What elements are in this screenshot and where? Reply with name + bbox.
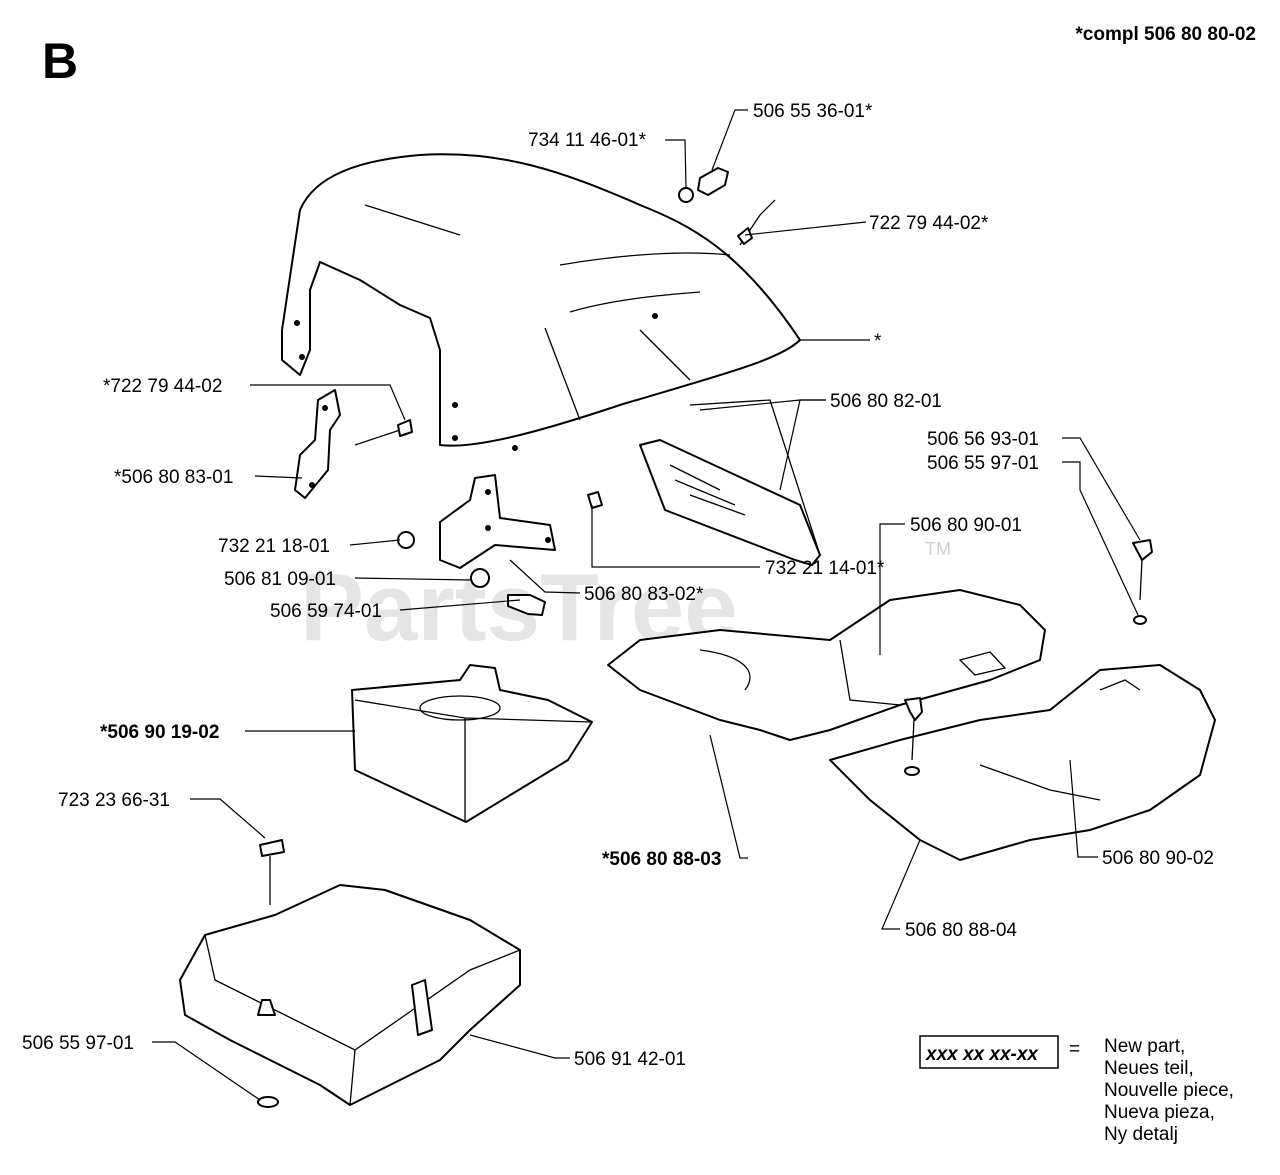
label-506-80-83-01: *506 80 83-01 bbox=[114, 467, 233, 488]
left-bracket-part bbox=[294, 389, 413, 499]
label-506-56-93-01: 506 56 93-01 bbox=[927, 429, 1039, 450]
label-506-80-82-01: 506 80 82-01 bbox=[830, 391, 942, 412]
legend-line: Neues teil, bbox=[1104, 1058, 1194, 1079]
label-722-79-44-02-left: *722 79 44-02 bbox=[103, 376, 222, 397]
section-letter: B bbox=[42, 33, 78, 89]
floor-mat-upper-part bbox=[607, 589, 1046, 741]
leader-lines bbox=[152, 109, 1141, 1101]
legend-line: New part, bbox=[1104, 1036, 1186, 1057]
legend-description: New part, Neues teil, Nouvelle piece, Nu… bbox=[1104, 1036, 1234, 1146]
floor-mat-lower-part bbox=[829, 539, 1216, 861]
legend-line: Nueva pieza, bbox=[1104, 1102, 1215, 1123]
lower-tray-part bbox=[179, 839, 521, 1108]
label-506-80-90-01: 506 80 90-01 bbox=[910, 515, 1022, 536]
label-506-55-36-01: 506 55 36-01* bbox=[753, 101, 873, 122]
label-506-59-74-01: 506 59 74-01 bbox=[270, 601, 382, 622]
label-506-80-90-02: 506 80 90-02 bbox=[1102, 848, 1214, 869]
label-506-55-97-01-left: 506 55 97-01 bbox=[22, 1033, 134, 1054]
legend-box bbox=[919, 1035, 1059, 1069]
legend-line: Ny detalj bbox=[1104, 1124, 1178, 1145]
label-506-91-42-01: 506 91 42-01 bbox=[574, 1049, 686, 1070]
perforated-plate-part bbox=[639, 439, 821, 566]
label-732-21-18-01: 732 21 18-01 bbox=[218, 536, 330, 557]
label-734-11-46-01: 734 11 46-01* bbox=[528, 130, 647, 151]
label-506-90-19-02: *506 90 19-02 bbox=[100, 722, 219, 743]
label-722-79-44-02-top: 722 79 44-02* bbox=[869, 213, 989, 234]
bolt-part-top bbox=[678, 167, 776, 246]
label-506-80-83-02: 506 80 83-02* bbox=[584, 584, 704, 605]
label-506-81-09-01: 506 81 09-01 bbox=[224, 569, 336, 590]
center-box-part bbox=[351, 664, 593, 823]
label-723-23-66-31: 723 23 66-31 bbox=[58, 790, 170, 811]
legend-line: Nouvelle piece, bbox=[1104, 1080, 1234, 1101]
label-732-21-14-01: 732 21 14-01* bbox=[765, 558, 885, 579]
label-506-80-88-03: *506 80 88-03 bbox=[602, 849, 721, 870]
label-506-80-88-04: 506 80 88-04 bbox=[905, 920, 1017, 941]
assembly-number: *compl 506 80 80-02 bbox=[1075, 24, 1256, 45]
label-star: * bbox=[874, 331, 882, 352]
watermark-trademark: TM bbox=[925, 539, 951, 559]
label-506-55-97-01-right: 506 55 97-01 bbox=[927, 453, 1039, 474]
legend-code: xxx xx xx-xx bbox=[925, 1044, 1039, 1065]
legend-equals: = bbox=[1069, 1039, 1080, 1060]
seat-cover-part bbox=[281, 153, 822, 557]
